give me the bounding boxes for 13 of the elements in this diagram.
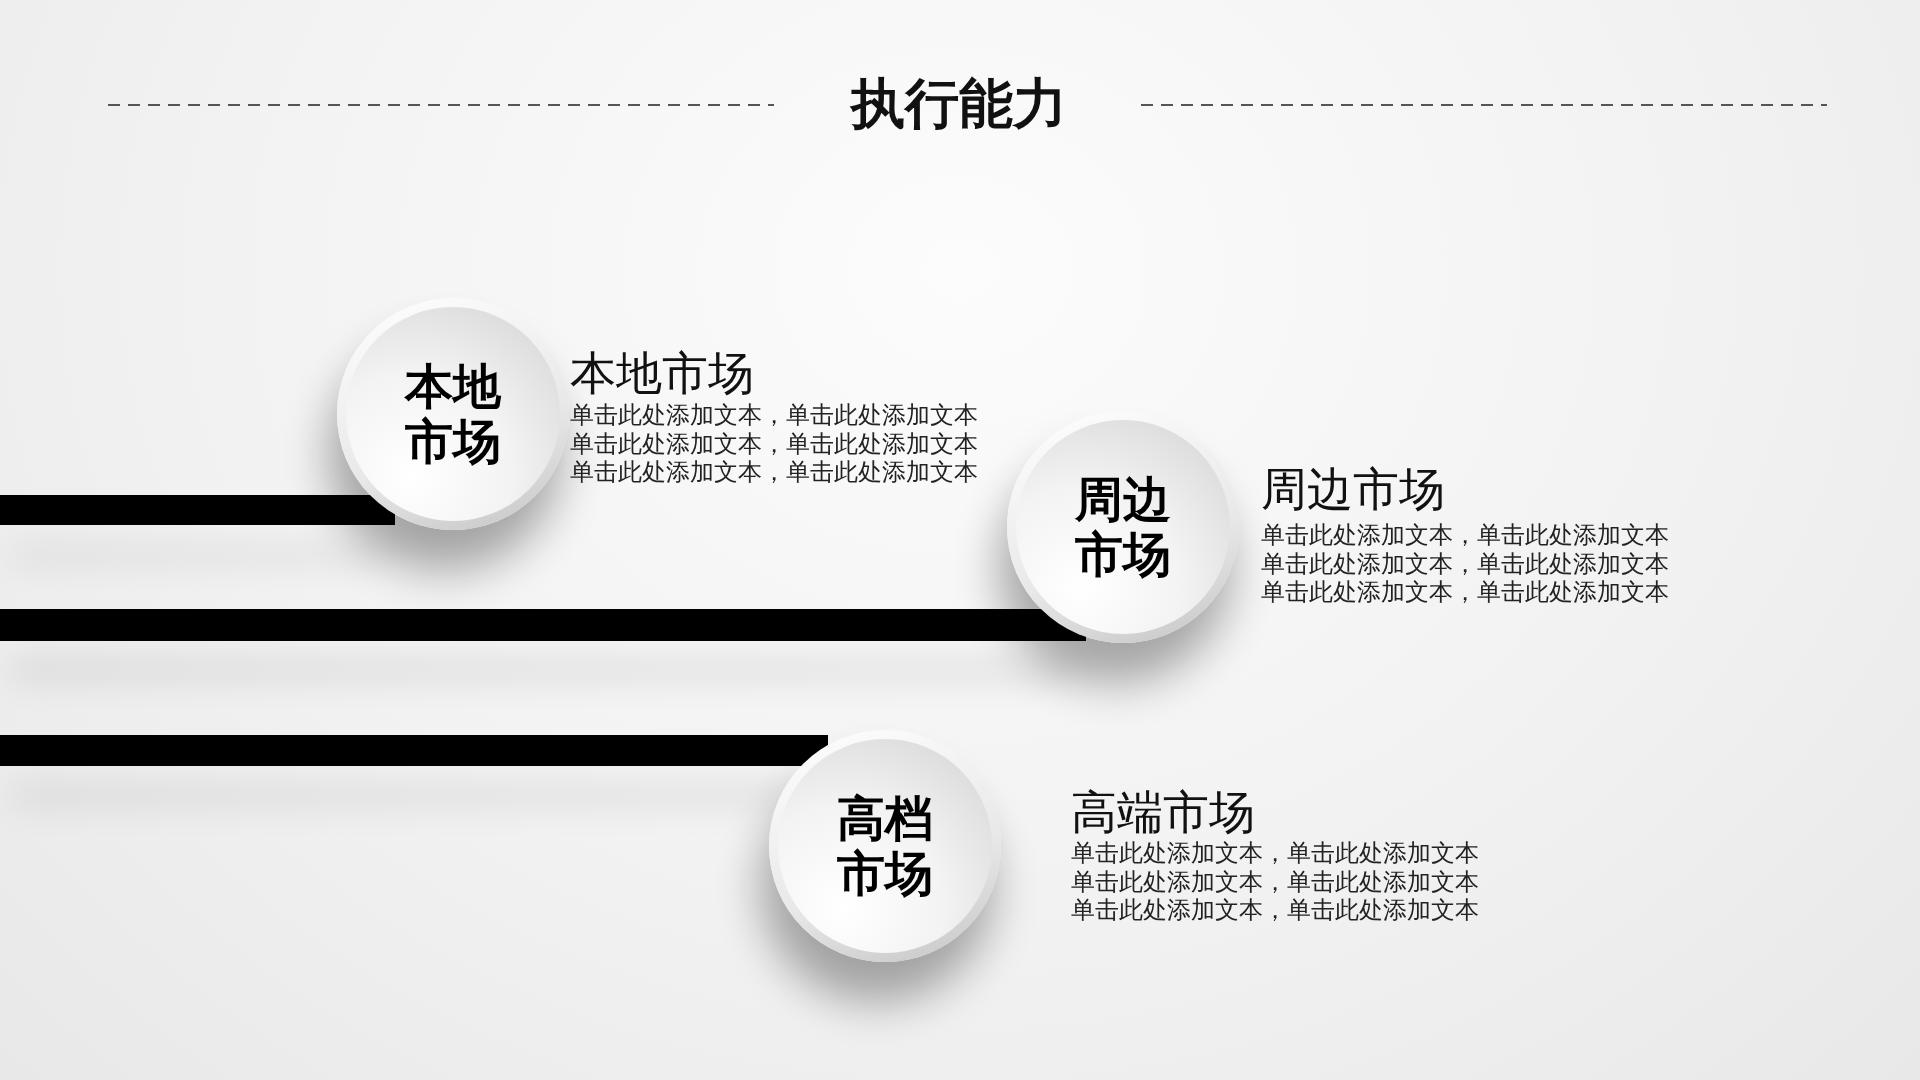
circle-label: 周边市场 <box>1074 472 1172 582</box>
circle-label: 本地市场 <box>403 359 502 469</box>
circle-label: 高档市场 <box>836 791 934 901</box>
horizontal-bar <box>0 609 1086 641</box>
horizontal-bar <box>0 735 828 766</box>
slide-title: 执行能力 <box>851 72 1067 136</box>
section-heading: 本地市场 <box>570 345 754 401</box>
horizontal-bar <box>0 495 395 525</box>
body-text: 单击此处添加文本，单击此处添加文本单击此处添加文本，单击此处添加文本单击此处添加文本，单击此处添加文本 <box>1261 521 1670 607</box>
section-heading: 周边市场 <box>1261 461 1445 517</box>
body-text: 单击此处添加文本，单击此处添加文本单击此处添加文本，单击此处添加文本单击此处添加文本，单击此处添加文本 <box>570 401 979 487</box>
body-text: 单击此处添加文本，单击此处添加文本单击此处添加文本，单击此处添加文本单击此处添加文本，单击此处添加文本 <box>1071 839 1480 925</box>
section-heading: 高端市场 <box>1071 784 1255 840</box>
